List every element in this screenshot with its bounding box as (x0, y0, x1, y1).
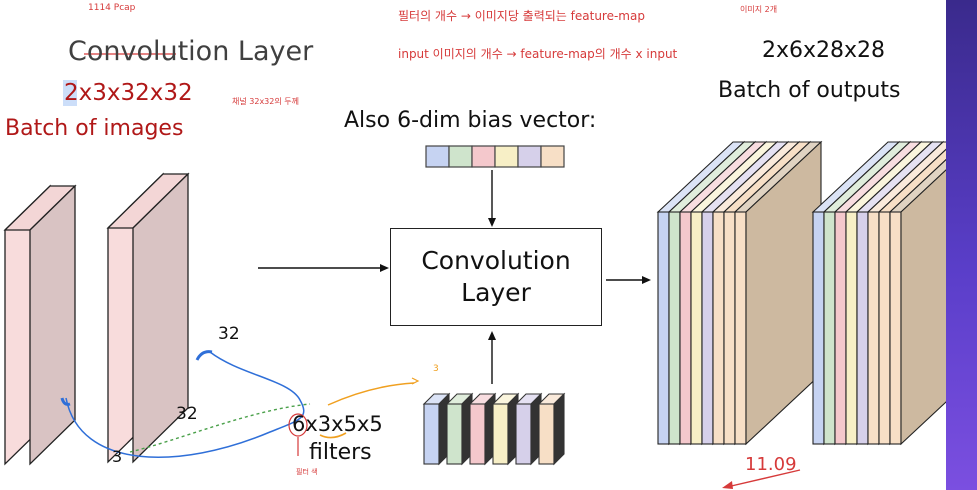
filter-stack (422, 392, 566, 466)
dim-height-label: 32 (218, 324, 240, 344)
handwritten-notes: 1114 Pcap 필터의 개수 → 이미지당 출력되는 feature-map… (88, 3, 797, 476)
input-shape-highlight (63, 80, 77, 106)
filters-label: filters (309, 440, 372, 465)
handwritten-annotation-strokes (60, 53, 801, 489)
green-channel-curve (129, 403, 311, 453)
orange-filter-curve (327, 382, 415, 406)
arrow-input-to-conv (258, 264, 389, 272)
input-shape-label: 2x3x32x32 (64, 80, 193, 106)
output-batch-1 (656, 140, 823, 446)
bias-vector (425, 145, 565, 168)
input1-kernel-marker (60, 397, 71, 406)
input2-kernel-marker (195, 350, 213, 361)
note-channel: 필터 색 (296, 467, 318, 476)
slide-title: Convolution Layer (68, 36, 314, 67)
note-top-left: 1114 Pcap (88, 3, 136, 13)
arrow-filters-to-conv (488, 331, 496, 384)
output-batch-2 (811, 140, 977, 446)
conv-label-line-1: Convolution (421, 246, 571, 275)
convolution-layer-box: Convolution Layer (390, 228, 602, 326)
output-caption: Batch of outputs (718, 78, 901, 103)
note-date: 11.09 (745, 454, 797, 475)
note-input: 채널 32x32의 두께 (232, 96, 299, 106)
output-shape-label: 2x6x28x28 (762, 38, 886, 63)
bias-caption: Also 6-dim bias vector: (344, 108, 597, 133)
filter-count-circle (288, 413, 308, 437)
input-image-1 (3, 184, 77, 466)
blue-link-curve (65, 351, 305, 458)
note-filters-arrow: 3 (433, 364, 439, 374)
note-line2: input 이미지의 개수 → feature-map의 개수 x input (398, 47, 678, 61)
slide-side-bar (946, 0, 977, 490)
conv-label-line-2: Layer (461, 278, 531, 307)
input-caption: Batch of images (5, 116, 184, 141)
arrow-conv-to-output (606, 276, 651, 284)
note-line1: 필터의 개수 → 이미지당 출력되는 feature-map (398, 9, 645, 23)
dim-channels-label: 3 (112, 447, 123, 466)
note-line1-side: 이미지 2개 (740, 4, 777, 14)
arrow-bias-to-conv (488, 170, 496, 227)
date-arrow (726, 469, 801, 488)
dim-width-label: 32 (176, 404, 198, 424)
orange-arrowhead (411, 377, 420, 385)
input-image-2 (106, 172, 190, 464)
channel-underline (319, 432, 347, 439)
filters-shape-label: 6x3x5x5 (292, 412, 383, 436)
